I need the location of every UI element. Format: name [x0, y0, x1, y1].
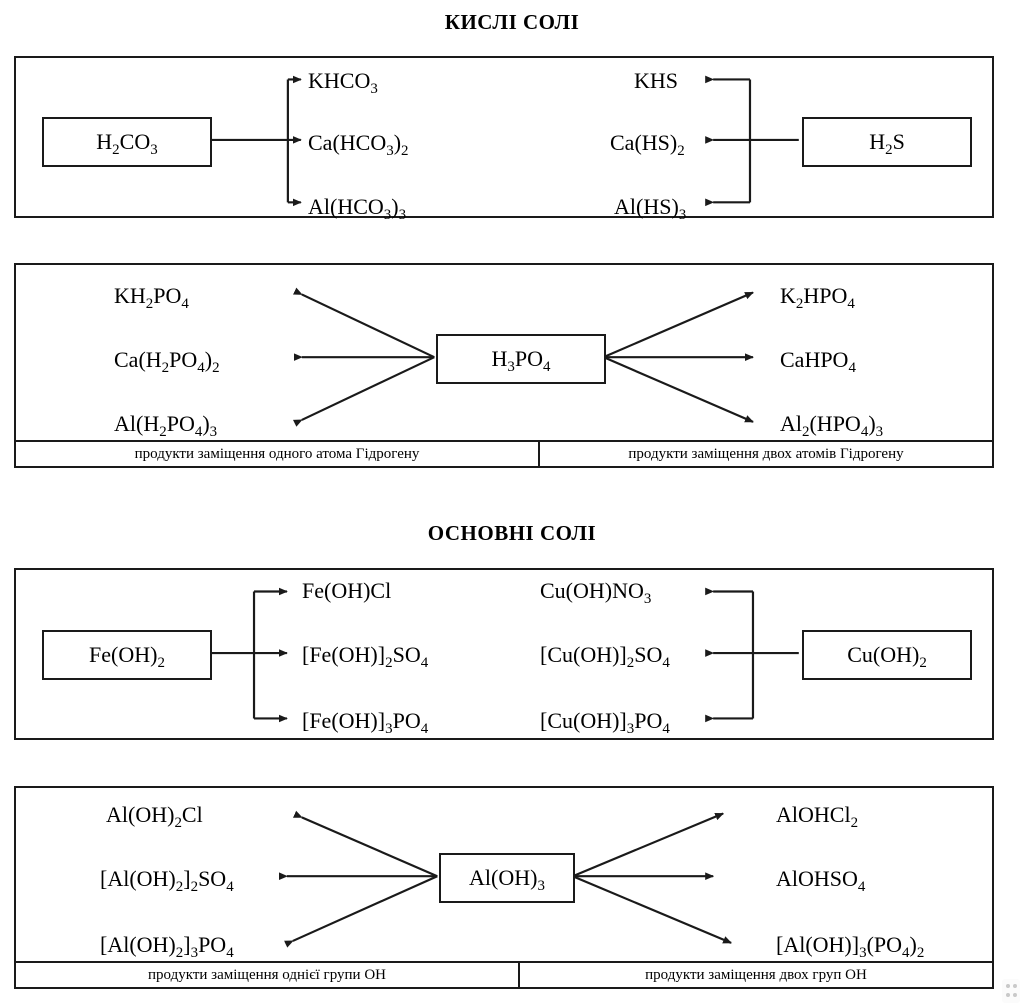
product-cu-oh-no3: Cu(OH)NO3 [540, 578, 652, 607]
center-box-h3po4: H3PO4 [436, 334, 606, 384]
product-al-hco3-3: Al(HCO3)3 [308, 194, 407, 223]
caption-one-hydrogen: продукти заміщення одного атома Гідроген… [16, 442, 540, 466]
grip-dot [1013, 992, 1017, 997]
product-cu-oh-3-po4: [Cu(OH)]3PO4 [540, 708, 670, 737]
product-cahpo4: CaHPO4 [780, 347, 856, 376]
acid-salts-block-two: H3PO4 KH2PO4 Ca(H2PO4)2 Al(H2PO4)3 K2HPO… [14, 263, 994, 468]
product-al-hs-3: Al(HS)3 [614, 194, 687, 223]
product-ca-h2po4-2: Ca(H2PO4)2 [114, 347, 220, 376]
block-two-connectors [292, 287, 754, 427]
product-cu-oh-2-so4: [Cu(OH)]2SO4 [540, 642, 670, 671]
grip-dot [1006, 984, 1010, 988]
center-box-al-oh-3-label: Al(OH)3 [469, 865, 545, 894]
product-al-oh-2-2-so4: [Al(OH)2]2SO4 [100, 866, 234, 895]
product-fe-oh-cl: Fe(OH)Cl [302, 578, 392, 603]
block-one-connectors [211, 75, 799, 207]
product-aloh-cl2: AlOHCl2 [776, 802, 859, 831]
product-al-h2po4-3: Al(H2PO4)3 [114, 411, 218, 440]
acid-salts-block-one: H2CO3 H2S KHCO3 Ca(HCO3)2 Al(HCO3)3 KHS … [14, 56, 994, 223]
caption-one-oh-group: продукти заміщення однієї групи ОН [16, 963, 520, 987]
source-box-h2s: H2S [802, 117, 972, 167]
source-box-h2s-label: H2S [869, 129, 905, 158]
grip-dot [1013, 984, 1017, 988]
page-title-acid-salts: КИСЛІ СОЛІ [444, 10, 580, 34]
source-box-cu-oh-2: Cu(OH)2 [802, 630, 972, 680]
grip-dot [1006, 992, 1010, 997]
product-ca-hs-2: Ca(HS)2 [610, 130, 685, 159]
product-khs: KHS [634, 68, 679, 93]
product-fe-oh-2-so4: [Fe(OH)]2SO4 [302, 642, 429, 671]
block-four-caption-row: продукти заміщення однієї групи ОН проду… [16, 961, 992, 987]
center-box-h3po4-label: H3PO4 [491, 346, 551, 375]
product-ca-hco3-2: Ca(HCO3)2 [308, 130, 409, 159]
product-al2-hpo4-3: Al2(HPO4)3 [780, 411, 884, 440]
source-box-fe-oh-2: Fe(OH)2 [42, 630, 212, 680]
source-box-h2co3: H2CO3 [42, 117, 212, 167]
center-box-al-oh-3: Al(OH)3 [439, 853, 575, 903]
source-box-fe-oh-2-label: Fe(OH)2 [89, 642, 165, 671]
source-box-h2co3-label: H2CO3 [96, 129, 158, 158]
product-khco3: KHCO3 [308, 68, 378, 97]
source-box-cu-oh-2-label: Cu(OH)2 [847, 642, 927, 671]
basic-salts-block-three: Fe(OH)2 Cu(OH)2 Fe(OH)Cl [Fe(OH)]2SO4 [F… [14, 568, 994, 740]
caption-two-oh-groups: продукти заміщення двох груп ОН [645, 966, 867, 983]
block-four-connectors [278, 810, 732, 948]
page-title-basic-salts: ОСНОВНІ СОЛІ [427, 521, 597, 545]
product-al-oh-2-cl: Al(OH)2Cl [106, 802, 203, 831]
product-aloh-so4: AlOHSO4 [776, 866, 866, 895]
product-al-oh-2-3-po4: [Al(OH)2]3PO4 [100, 932, 234, 961]
caption-two-hydrogen: продукти заміщення двох атомів Гідрогену [628, 445, 904, 462]
product-k2hpo4: K2HPO4 [780, 283, 855, 312]
product-al-oh-3-po4-2: [Al(OH)]3(PO4)2 [776, 932, 925, 961]
block-three-connectors [211, 587, 799, 723]
block-two-caption-row: продукти заміщення одного атома Гідроген… [16, 440, 992, 466]
product-kh2po4: KH2PO4 [114, 283, 189, 312]
product-fe-oh-3-po4: [Fe(OH)]3PO4 [302, 708, 429, 737]
drag-handle-icon[interactable] [1002, 979, 1020, 1003]
basic-salts-block-four: Al(OH)3 Al(OH)2Cl [Al(OH)2]2SO4 [Al(OH)2… [14, 786, 994, 989]
